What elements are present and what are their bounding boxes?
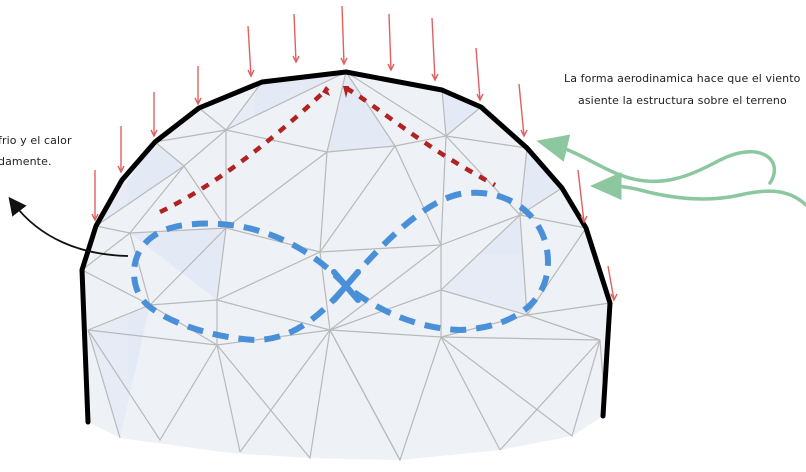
left-note-line-1: frio y el calor [0, 134, 72, 147]
left-annotation: frio y el calor damente. [0, 134, 72, 168]
down-arrow-icon [431, 17, 439, 82]
curved-wind-arrow-icon [590, 172, 806, 207]
wind-arrows [91, 5, 618, 302]
dome-outline [79, 69, 613, 425]
wind-flow-arrows [536, 134, 806, 207]
down-arrow-icon [475, 47, 484, 102]
down-arrow-icon [117, 126, 125, 174]
down-arrow-icon [577, 169, 588, 224]
down-arrow-icon [387, 13, 395, 72]
down-arrow-icon [518, 83, 528, 138]
down-arrow-icon [292, 13, 300, 64]
dome [79, 69, 613, 462]
right-annotation: La forma aerodinamica hace que el viento… [564, 72, 801, 107]
curved-pointer-arrow-icon [8, 196, 129, 257]
down-arrow-icon [194, 66, 202, 106]
dome-fill [82, 72, 610, 460]
right-note-line-2: asiente la estructura sobre el terreno [578, 94, 787, 107]
hot-air-path [159, 86, 497, 215]
right-note-line-1: La forma aerodinamica hace que el viento [564, 72, 801, 85]
hot-air-arrowheads [322, 86, 349, 98]
down-arrow-icon [607, 265, 618, 302]
down-arrow-icon [150, 92, 158, 138]
down-arrow-icon [340, 5, 348, 66]
down-arrow-icon [91, 170, 99, 222]
curved-wind-arrow-icon [536, 134, 777, 185]
cold-air-crossing [331, 269, 361, 303]
left-note-line-2: damente. [0, 155, 52, 168]
down-arrow-icon [247, 25, 255, 78]
